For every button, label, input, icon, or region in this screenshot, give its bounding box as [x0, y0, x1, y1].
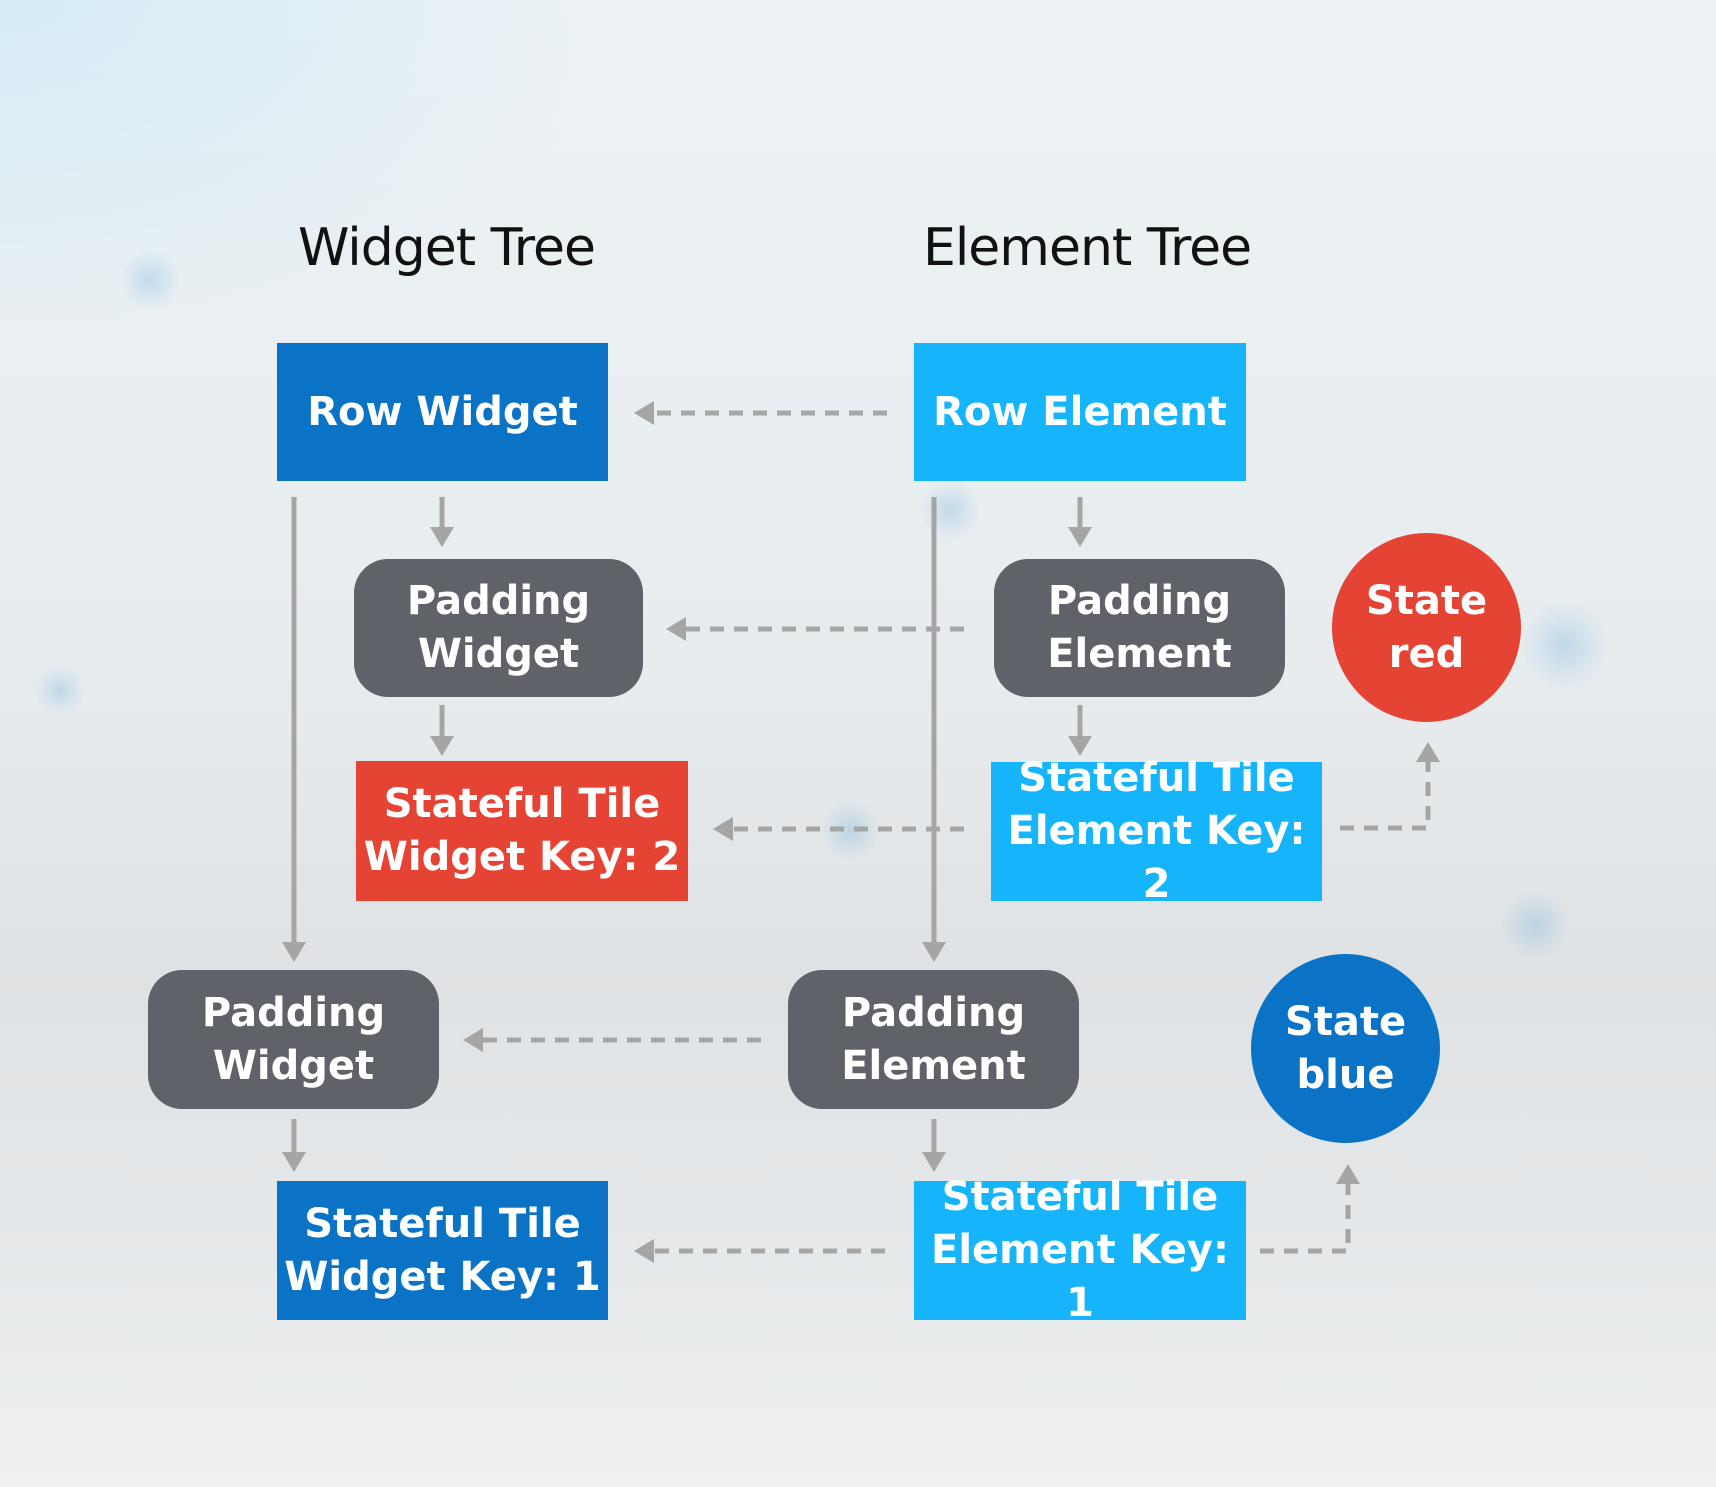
padding-widget-node: Padding Widget [354, 559, 643, 697]
row-widget-label: Row Widget [307, 388, 578, 435]
padding-element-node: Padding Element [994, 559, 1285, 697]
stateful-tile-element-key-2-label: Stateful Tile Element Key: 2 [1007, 755, 1306, 907]
state-link-head [1416, 742, 1440, 762]
stateful-tile-widget-key-2-node: Stateful Tile Widget Key: 2 [356, 761, 688, 901]
stateful-tile-element-key-1-node: Stateful Tile Element Key: 1 [914, 1174, 1246, 1326]
child-arrow-head [1068, 736, 1092, 756]
stateful-tile-widget-key-1-label: Stateful Tile Widget Key: 1 [284, 1200, 601, 1300]
stateful-tile-widget-key-1-node: Stateful Tile Widget Key: 1 [277, 1181, 608, 1320]
row-element-label: Row Element [933, 388, 1227, 435]
state-blue-node: State blue [1251, 954, 1440, 1143]
padding-widget-label: Padding Widget [201, 989, 386, 1089]
reference-arrow-head [463, 1028, 483, 1052]
child-arrow-head [282, 942, 306, 962]
stateful-tile-element-key-2-node: Stateful Tile Element Key: 2 [991, 755, 1322, 907]
state-link-line [1340, 758, 1431, 831]
widget-tree-heading: Widget Tree [298, 218, 596, 278]
reference-arrow-head [634, 401, 654, 425]
state-blue-label: State blue [1284, 998, 1407, 1098]
state-link-line [1260, 1180, 1351, 1254]
connectors [282, 401, 1440, 1263]
stateful-tile-element-key-1-label: Stateful Tile Element Key: 1 [931, 1174, 1229, 1326]
row-element-node: Row Element [914, 343, 1246, 481]
padding-element-label: Padding Element [1047, 578, 1232, 677]
child-arrow-head [282, 1152, 306, 1172]
reference-arrow-head [634, 1239, 654, 1263]
child-arrow-head [430, 736, 454, 756]
child-arrow-head [430, 527, 454, 547]
padding-element-label: Padding Element [841, 989, 1026, 1089]
reference-arrow-head [666, 617, 686, 641]
padding-element-node: Padding Element [788, 970, 1079, 1109]
reference-arrow-head [713, 817, 733, 841]
state-link-head [1336, 1164, 1360, 1184]
state-red-node: State red [1332, 533, 1521, 722]
stateful-tile-widget-key-2-label: Stateful Tile Widget Key: 2 [363, 781, 681, 880]
child-arrow-head [922, 1152, 946, 1172]
padding-widget-node: Padding Widget [148, 970, 439, 1109]
state-red-label: State red [1365, 577, 1488, 677]
child-arrow-head [1068, 527, 1092, 547]
child-arrow-head [922, 942, 946, 962]
padding-widget-label: Padding Widget [406, 578, 591, 677]
element-tree-heading: Element Tree [923, 218, 1252, 278]
row-widget-node: Row Widget [277, 343, 608, 481]
